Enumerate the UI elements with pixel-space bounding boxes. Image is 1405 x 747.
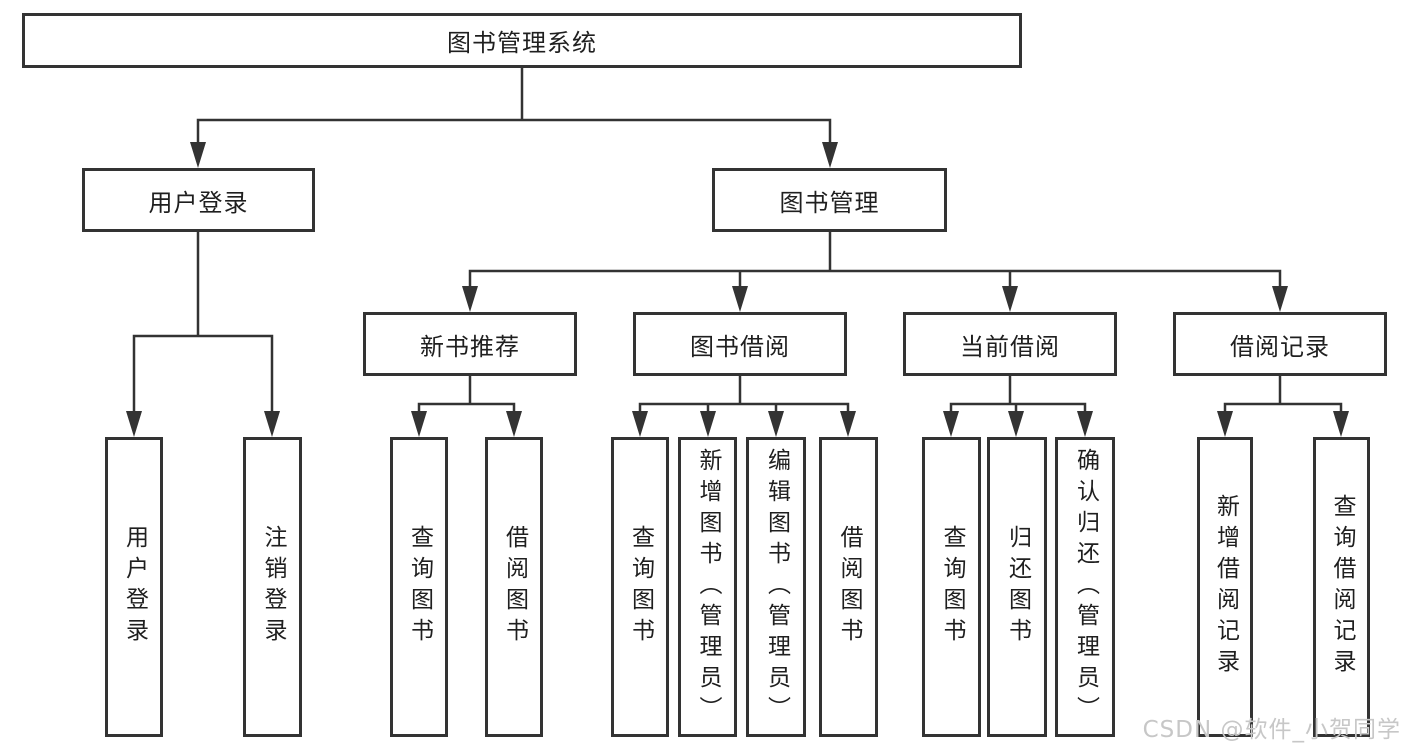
node-label: 借阅图书 bbox=[501, 525, 528, 649]
node-label: 新书推荐 bbox=[420, 332, 520, 361]
node-label: 图书管理系统 bbox=[447, 29, 597, 57]
node-book-borrowing: 图书借阅 bbox=[633, 312, 847, 376]
csdn-watermark: CSDN @软件_小贺同学 bbox=[1142, 717, 1401, 743]
node-leaf-query-books-borrow: 查询图书 bbox=[611, 437, 669, 737]
node-leaf-add-books-admin: 新增图书（管理员） bbox=[678, 437, 737, 737]
node-leaf-logout: 注销登录 bbox=[243, 437, 302, 737]
node-current-borrowing: 当前借阅 bbox=[903, 312, 1117, 376]
node-label: 查询图书 bbox=[406, 525, 433, 649]
node-new-book-recommend: 新书推荐 bbox=[363, 312, 577, 376]
node-label: 图书借阅 bbox=[690, 332, 790, 361]
node-user-login: 用户登录 bbox=[82, 168, 315, 232]
node-leaf-borrow-books: 借阅图书 bbox=[819, 437, 878, 737]
arrowheads bbox=[126, 142, 1349, 437]
node-label: 查询图书 bbox=[627, 525, 654, 649]
node-leaf-query-books-recommend: 查询图书 bbox=[390, 437, 448, 737]
node-leaf-edit-books-admin: 编辑图书（管理员） bbox=[746, 437, 806, 737]
node-label: 借阅记录 bbox=[1230, 332, 1330, 361]
node-leaf-query-books-current: 查询图书 bbox=[922, 437, 981, 737]
node-label: 新增图书（管理员） bbox=[695, 447, 721, 727]
node-leaf-return-books: 归还图书 bbox=[987, 437, 1047, 737]
node-label: 新增借阅记录 bbox=[1212, 494, 1239, 680]
node-book-management: 图书管理 bbox=[712, 168, 947, 232]
node-label: 图书管理 bbox=[779, 188, 880, 217]
node-leaf-confirm-return-admin: 确认归还（管理员） bbox=[1055, 437, 1115, 737]
node-label: 编辑图书（管理员） bbox=[763, 447, 790, 727]
node-label: 确认归还（管理员） bbox=[1072, 447, 1099, 727]
node-label: 用户登录 bbox=[148, 188, 249, 217]
node-borrow-records: 借阅记录 bbox=[1173, 312, 1387, 376]
node-leaf-query-borrow-record: 查询借阅记录 bbox=[1313, 437, 1370, 737]
node-label: 注销登录 bbox=[260, 525, 286, 649]
node-label: 用户登录 bbox=[121, 525, 148, 649]
node-label: 查询图书 bbox=[939, 525, 965, 649]
node-label: 当前借阅 bbox=[960, 332, 1060, 361]
node-leaf-add-borrow-record: 新增借阅记录 bbox=[1197, 437, 1253, 737]
node-label: 借阅图书 bbox=[836, 525, 862, 649]
node-library-system: 图书管理系统 bbox=[22, 13, 1022, 68]
node-label: 查询借阅记录 bbox=[1329, 494, 1355, 680]
node-leaf-borrow-books-recommend: 借阅图书 bbox=[485, 437, 543, 737]
node-label: 归还图书 bbox=[1004, 525, 1031, 649]
node-leaf-user-login: 用户登录 bbox=[105, 437, 163, 737]
